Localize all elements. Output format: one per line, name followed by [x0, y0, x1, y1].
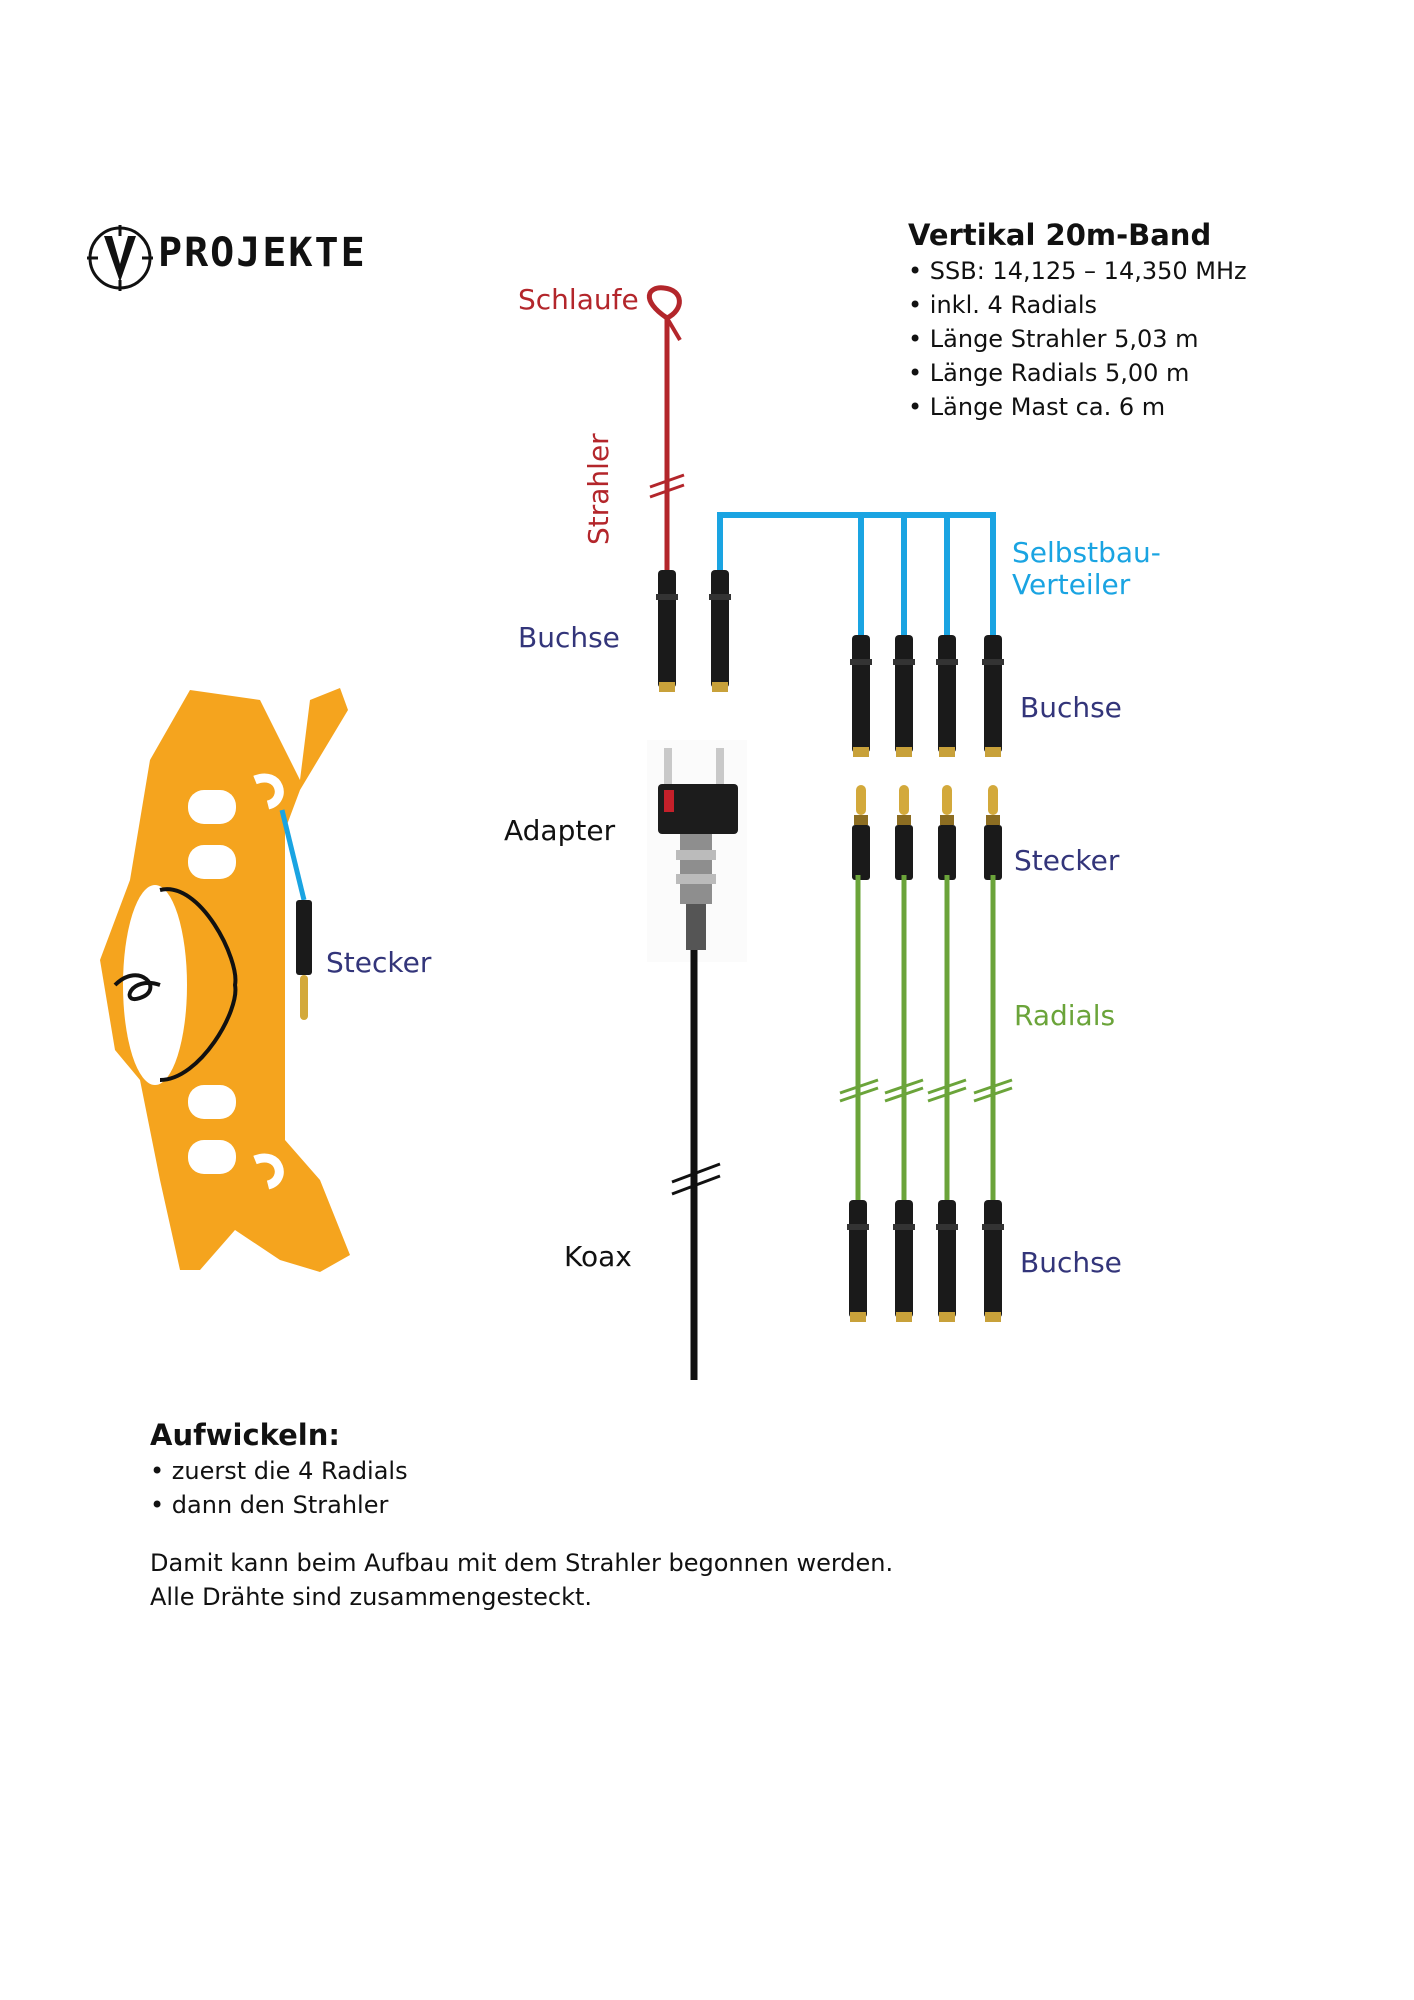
winding-item: • zuerst die 4 Radials	[150, 1457, 408, 1485]
info-item: • SSB: 14,125 – 14,350 MHz	[908, 257, 1247, 285]
label-koax: Koax	[564, 1240, 632, 1273]
buchse-left	[656, 570, 731, 692]
winding-block: Aufwickeln: • zuerst die 4 Radials • dan…	[150, 1418, 893, 1614]
label-radials: Radials	[1014, 999, 1115, 1032]
logo-text: PROJEKTE	[158, 230, 367, 276]
winding-title: Aufwickeln:	[150, 1418, 340, 1452]
winding-note-line: Damit kann beim Aufbau mit dem Strahler …	[150, 1549, 894, 1577]
winding-note-line: Alle Drähte sind zusammengesteckt.	[150, 1583, 593, 1611]
label-schlaufe: Schlaufe	[518, 283, 639, 316]
label-buchse-left: Buchse	[518, 621, 620, 654]
info-block: Vertikal 20m-Band • SSB: 14,125 – 14,350…	[908, 218, 1247, 424]
strahler-wire	[646, 285, 685, 570]
radials-wires	[839, 875, 1013, 1200]
logo-icon	[87, 225, 153, 291]
info-title: Vertikal 20m-Band	[908, 218, 1212, 252]
stecker-right	[852, 785, 1002, 880]
winding-note: Damit kann beim Aufbau mit dem Strahler …	[150, 1546, 893, 1614]
label-stecker-right: Stecker	[1014, 844, 1120, 877]
info-item: • Länge Strahler 5,03 m	[908, 325, 1199, 353]
wire-winder-image	[100, 688, 350, 1272]
adapter	[647, 740, 747, 962]
info-item: • inkl. 4 Radials	[908, 291, 1098, 319]
info-item: • Länge Mast ca. 6 m	[908, 393, 1166, 421]
winding-item: • dann den Strahler	[150, 1491, 389, 1519]
verteiler-wire	[717, 512, 996, 635]
koax-cable	[671, 950, 721, 1380]
winding-list: • zuerst die 4 Radials • dann den Strahl…	[150, 1454, 893, 1522]
label-verteiler-2: Verteiler	[1012, 568, 1131, 601]
info-item: • Länge Radials 5,00 m	[908, 359, 1190, 387]
label-verteiler-1: Selbstbau-	[1012, 536, 1161, 569]
buchse-right-bottom	[847, 1200, 1004, 1322]
label-strahler: Strahler	[582, 433, 615, 545]
buchse-right-top	[850, 635, 1004, 757]
label-buchse-right-bottom: Buchse	[1020, 1246, 1122, 1279]
label-buchse-right-top: Buchse	[1020, 691, 1122, 724]
label-adapter: Adapter	[504, 814, 616, 847]
label-stecker-winder: Stecker	[326, 946, 432, 979]
info-list: • SSB: 14,125 – 14,350 MHz • inkl. 4 Rad…	[908, 254, 1247, 424]
